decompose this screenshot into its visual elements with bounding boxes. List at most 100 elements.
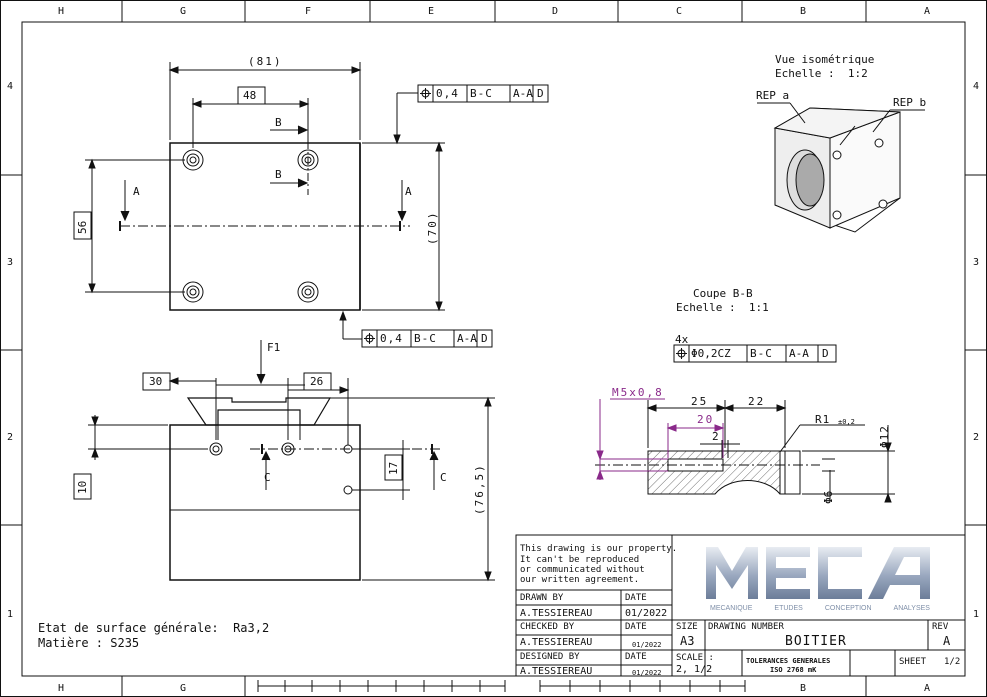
- zone-letter: F: [305, 6, 312, 17]
- size-label: SIZE: [676, 622, 698, 632]
- material-note: Matière : S235: [38, 636, 140, 650]
- top-view: [73, 62, 549, 348]
- dim-26: 26: [310, 375, 324, 388]
- drawn-by-value: A.TESSIEREAU: [520, 608, 593, 619]
- zone-letter: A: [924, 6, 931, 17]
- dim-r1: R1: [815, 413, 831, 426]
- property-note-line: our written agreement.: [520, 575, 640, 585]
- zone-number: 1: [973, 609, 980, 620]
- section-title: Coupe B-B: [693, 287, 753, 300]
- zone-letter: B: [800, 683, 807, 694]
- zone-letter: H: [58, 6, 65, 17]
- fcf-2-datum: D: [481, 332, 488, 345]
- zone-number: 2: [7, 432, 14, 443]
- holes-count: 4x: [675, 333, 689, 346]
- zone-number: 4: [973, 81, 980, 92]
- dim-10: 10: [76, 480, 89, 494]
- dim-70: (70): [426, 210, 439, 246]
- logo-word: MECANIQUE: [710, 605, 753, 612]
- dim-phi6: Φ6: [822, 490, 835, 504]
- zone-letter: A: [924, 683, 931, 694]
- dim-phi12: Φ12: [878, 425, 891, 448]
- date-label: DATE: [625, 622, 647, 632]
- iso-view-scale: Echelle : 1:2: [775, 67, 868, 80]
- designed-by-label: DESIGNED BY: [520, 652, 580, 662]
- size-value: A3: [680, 634, 695, 648]
- title-block-grid: [515, 534, 966, 677]
- drawing-number-label: DRAWING NUMBER: [708, 622, 784, 632]
- iso-view-title: Vue isométrique: [775, 53, 875, 66]
- dim-17: 17: [387, 461, 400, 475]
- dim-30: 30: [149, 375, 163, 388]
- dim-22: 22: [748, 395, 766, 408]
- zone-letter: C: [676, 6, 683, 17]
- property-note-line: or communicated without: [520, 565, 645, 575]
- zone-letter: E: [428, 6, 435, 17]
- zone-number: 4: [7, 81, 14, 92]
- dim-56: 56: [76, 220, 89, 234]
- section-label-b: B: [275, 168, 282, 181]
- section-label-c: C: [440, 471, 447, 484]
- zone-letter: D: [552, 6, 559, 17]
- zone-number: 3: [7, 257, 14, 268]
- dim-20: 20: [697, 413, 715, 426]
- sheet-label: SHEET: [899, 657, 927, 667]
- fcf-3-datum: D: [822, 347, 829, 360]
- zone-letter: B: [800, 6, 807, 17]
- front-view: [73, 340, 495, 582]
- scale-label: SCALE :: [676, 653, 714, 663]
- fcf-1-datum: B-C: [470, 87, 493, 100]
- dim-76-5: (76,5): [473, 463, 486, 515]
- dim-m5-thread: M5x0,8: [612, 386, 664, 399]
- zone-number: 1: [7, 609, 14, 620]
- scale-value: 2, 1/2: [676, 664, 713, 675]
- drawn-by-label: DRAWN BY: [520, 593, 564, 603]
- zone-letter: H: [58, 683, 65, 694]
- force-label-f1: F1: [267, 341, 281, 354]
- fcf-2-tolerance: 0,4: [380, 332, 403, 345]
- rep-a-label: REP a: [756, 89, 790, 102]
- drawn-date-value: 01/2022: [625, 608, 668, 619]
- fcf-3-datum: A-A: [789, 347, 809, 360]
- company-logo: MECANIQUE ETUDES CONCEPTION ANALYSES: [704, 541, 932, 619]
- section-view: [595, 344, 895, 503]
- logo-word: CONCEPTION: [824, 605, 872, 612]
- checked-by-value: A.TESSIEREAU: [520, 637, 593, 648]
- dim-2: 2: [712, 430, 719, 443]
- fcf-3: [673, 344, 837, 363]
- section-scale: Echelle : 1:1: [676, 301, 769, 314]
- drawing-number-value: BOITIER: [785, 634, 847, 649]
- fcf-1: [417, 84, 549, 103]
- designed-date-value: 01/2022: [632, 669, 662, 677]
- general-tolerances-line: TOLERANCES GENERALES: [746, 657, 831, 665]
- date-label: DATE: [625, 652, 647, 662]
- property-note-line: It can't be reproduced: [520, 555, 640, 565]
- property-note-line: This drawing is our property.: [520, 544, 678, 554]
- zone-letter: G: [180, 6, 187, 17]
- inner-frame: [21, 21, 966, 677]
- designed-by-value: A.TESSIEREAU: [520, 666, 593, 677]
- thread-annotations: [596, 398, 725, 480]
- fcf-2-datum: A-A: [457, 332, 477, 345]
- checked-by-label: CHECKED BY: [520, 622, 575, 632]
- fcf-3-tolerance: Φ0,2CZ: [691, 347, 731, 360]
- fcf-1-tolerance: 0,4: [436, 87, 459, 100]
- checked-date-value: 01/2022: [632, 641, 662, 649]
- fcf-2: [361, 329, 493, 348]
- surface-finish-note: Etat de surface générale: Ra3,2: [38, 621, 270, 635]
- dim-25: 25: [691, 395, 709, 408]
- fcf-3-datum: B-C: [750, 347, 773, 360]
- logo-word: ETUDES: [774, 605, 803, 612]
- rev-value: A: [943, 634, 951, 648]
- section-label-a: A: [405, 185, 412, 198]
- section-label-c: C: [264, 471, 271, 484]
- meca-logo-mark: [706, 547, 930, 599]
- zone-number: 2: [973, 432, 980, 443]
- section-label-b: B: [275, 116, 282, 129]
- date-label: DATE: [625, 593, 647, 603]
- fcf-1-datum: D: [537, 87, 544, 100]
- fcf-1-datum: A-A: [513, 87, 533, 100]
- dim-48: 48: [243, 89, 257, 102]
